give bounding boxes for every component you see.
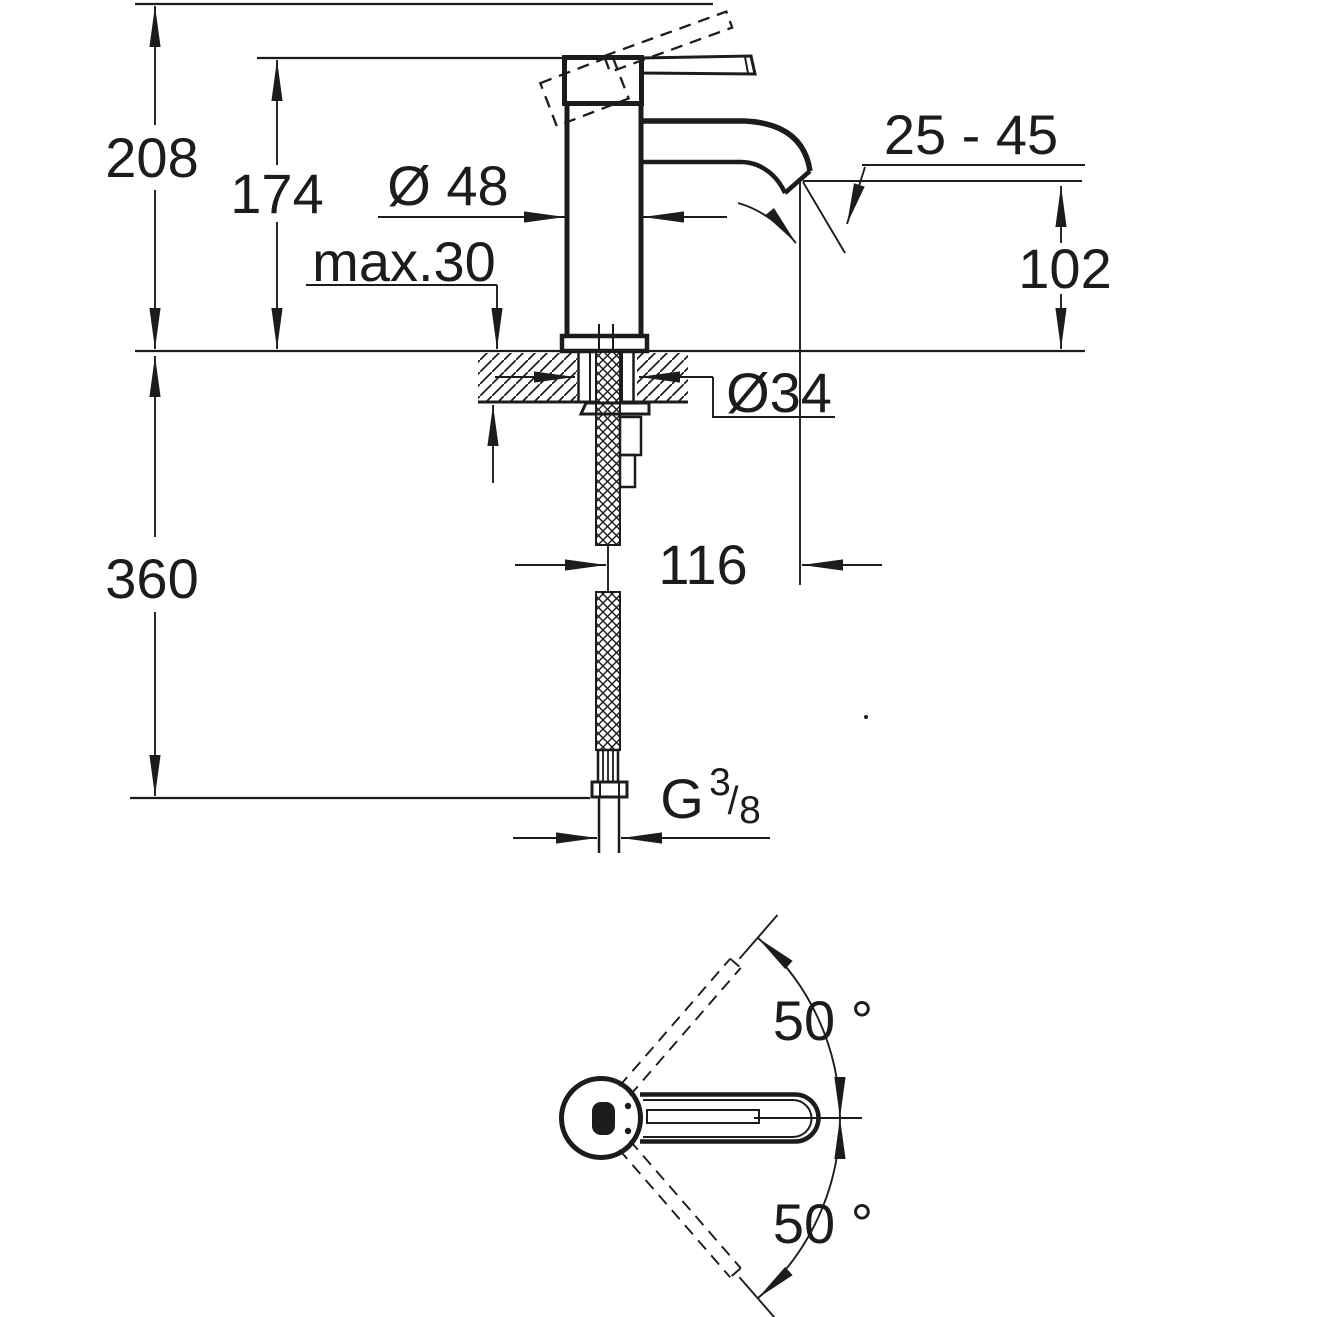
swivel-arrow: [737, 202, 797, 244]
top-view: 50 ° 50 °: [559, 914, 873, 1317]
plan-dot-bottom: [624, 1127, 632, 1135]
handle-cap: [562, 55, 644, 106]
thread-tube: [597, 797, 621, 853]
dimension-deck-thickness: max.30: [306, 230, 503, 483]
shank-inner-walls: [589, 352, 623, 402]
dimension-body-diameter: Ø 48: [378, 154, 727, 223]
dimension-height-body: 174: [230, 60, 324, 349]
stream-angle-line: [802, 181, 846, 254]
dimension-spout-reach: 116: [515, 533, 882, 596]
connector-step-2: [618, 453, 637, 489]
body-plan-circle: [559, 1076, 643, 1160]
label-spout-reach: 116: [658, 533, 747, 596]
mounting-washer: [578, 401, 651, 416]
cartridge-plan: [592, 1102, 615, 1135]
dimension-thread: G 3 / 8: [513, 761, 770, 844]
label-thread-prefix: G: [660, 767, 704, 830]
ferrule-ridges: [602, 750, 614, 782]
label-thread-numerator: 3: [709, 761, 731, 804]
spout-outlet-face: [783, 169, 812, 195]
hose-nut-facets: [599, 782, 620, 797]
hose-lower-braid: [596, 592, 620, 750]
handle-swing-upper-dashed: [618, 914, 779, 1097]
front-view: 208 174 Ø 48 max.30 25 - 45: [105, 2, 1112, 853]
label-mounting-hole: Ø34: [726, 361, 832, 424]
hose-inside-base: [598, 324, 614, 350]
hose-upper-braid: [596, 352, 620, 545]
label-height-body: 174: [230, 162, 323, 225]
dimension-hose-length: 360: [105, 356, 199, 796]
label-spout-outlet-height: 102: [1018, 237, 1111, 300]
dimension-aerator-range: 25 - 45: [846, 103, 1058, 225]
stray-mark: [864, 715, 868, 719]
lever-tip-line: [744, 56, 749, 74]
label-aerator-range: 25 - 45: [884, 103, 1058, 166]
hose-nut: [590, 780, 629, 799]
dimension-mounting-hole: Ø34: [495, 361, 835, 424]
label-swing-lower: 50 °: [773, 1192, 873, 1255]
label-thread-denominator: 8: [739, 789, 761, 832]
label-thread-slash: /: [728, 780, 739, 823]
connector-step-1: [618, 415, 643, 457]
dimension-swing-angles: 50 ° 50 °: [757, 937, 873, 1299]
label-swing-upper: 50 °: [773, 989, 873, 1052]
arc-swing-lower: [757, 1117, 846, 1299]
handle-plan-slot: [646, 1109, 760, 1124]
faucet-plan: [559, 1076, 862, 1160]
supply-hose: [590, 545, 629, 853]
cap-tilted-dashed: [538, 54, 631, 128]
label-height-overall: 208: [105, 126, 198, 189]
dimension-height-overall: 208: [105, 6, 199, 349]
base-flange: [559, 333, 650, 354]
plan-dot-top: [624, 1102, 632, 1110]
lever-raised-dashed: [602, 10, 734, 74]
handle-swing-lower-dashed: [618, 1139, 779, 1317]
lever-handle: [639, 54, 757, 76]
arc-swing-upper: [757, 937, 846, 1119]
label-body-diameter: Ø 48: [387, 154, 508, 217]
spout-outer-curve: [641, 118, 813, 172]
shank-outer-walls: [577, 352, 635, 402]
spout: [641, 118, 813, 195]
label-deck-thickness: max.30: [312, 230, 496, 293]
faucet-product: [538, 10, 846, 354]
spout-inner-curve: [641, 159, 788, 194]
dimension-spout-outlet-height: 102: [1018, 186, 1112, 349]
label-hose-length: 360: [105, 547, 198, 610]
